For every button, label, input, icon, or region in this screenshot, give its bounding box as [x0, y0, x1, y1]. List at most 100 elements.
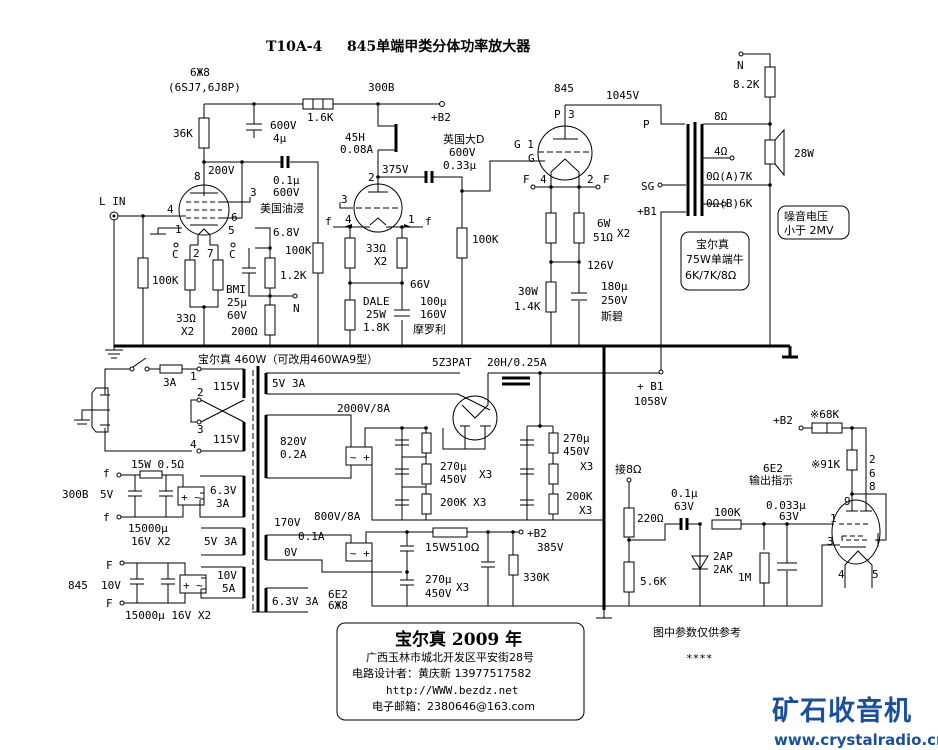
stars-note: ****: [686, 652, 713, 665]
pin-label: 3: [568, 108, 575, 121]
cap-label: 16V X2: [131, 535, 171, 548]
winding-label: 0.1A: [298, 530, 325, 543]
reference-note: 图中参数仅供参考: [653, 625, 741, 639]
speaker-icon: [764, 139, 776, 165]
r-cathode-label: 1.2K: [280, 269, 307, 282]
coupling-cap-label: 600V: [449, 146, 476, 159]
cap-label: X3: [580, 460, 593, 473]
cap-label: 450V: [563, 445, 590, 458]
cap-cathode-label: 250V: [601, 294, 628, 307]
pin-label: 2: [869, 453, 876, 466]
b1-label: + B1: [637, 380, 664, 393]
cap-label: 450V: [440, 473, 467, 486]
bridge-rectifier-845: [179, 574, 207, 594]
v-cathode-label: 6.8V: [273, 226, 300, 239]
res-label: 200K X3: [440, 496, 486, 509]
cap-label: 0.033μ: [766, 499, 806, 512]
winding-label: 5V 3A: [204, 535, 237, 548]
pin-label: G: [528, 152, 535, 165]
resistor-5.6k: [623, 561, 635, 593]
pin-label: F: [523, 173, 530, 186]
r-cathode-label: DALE: [363, 295, 390, 308]
bridge-symbol: ~ +: [350, 547, 370, 560]
heater-r-label: 51Ω: [593, 231, 613, 244]
cap-cathode-label: 100μ: [420, 295, 447, 308]
resistor-510: [432, 527, 468, 538]
pin-label: 2: [368, 171, 375, 184]
b2-voltage: 385V: [537, 541, 564, 554]
cap-label: 0.1μ: [671, 487, 698, 500]
box-text: 小于 2MV: [784, 224, 834, 237]
winding-label: 6.3V 3A: [272, 595, 319, 608]
resistor-1.2k: [264, 257, 276, 289]
cap-cathode-label: 180μ: [601, 280, 628, 293]
psu-title: 宝尔真 460W（可改用460WA9型）: [198, 352, 378, 366]
watermark: 矿石收音机 www.crystalradio.cn: [772, 695, 938, 749]
winding-tubes-label: 6Ж8: [328, 599, 348, 612]
r-grid-label: 100K: [152, 274, 179, 287]
bridge-label: 800V/8A: [314, 510, 361, 523]
tube-6e2-envelope: [831, 499, 881, 565]
transformer-spec-box: [680, 231, 750, 291]
v-plate-label: 375V: [382, 163, 409, 176]
resistor-36k: [198, 117, 210, 149]
pin-label: 2: [197, 386, 204, 399]
b2-label: +B2: [527, 527, 547, 540]
title-name: 845单端甲类分体功率放大器: [347, 38, 531, 55]
box-text: 6K/7K/8Ω: [685, 269, 736, 282]
heater-r-label: 33Ω: [176, 312, 196, 325]
rectifier-label: 5Z3PAT: [432, 356, 472, 369]
b2-label: +B2: [773, 414, 793, 427]
pin-label: 3: [250, 186, 257, 199]
winding-label: 0V: [284, 546, 298, 559]
winding-label: 3A: [216, 497, 230, 510]
tap-label: 接8Ω: [615, 463, 641, 476]
pin-label: G 1: [514, 138, 534, 151]
address: 广西玉林市城北开发区平安街28号: [366, 650, 534, 664]
choke-label: 45H: [345, 131, 365, 144]
pin-label: 4: [345, 213, 352, 226]
heater-r-label: X2: [617, 227, 630, 240]
resistor-8.2k: [764, 66, 776, 98]
tube-label: 300B: [368, 81, 395, 94]
pin-label: 2: [193, 247, 200, 260]
stage1-6j8: 6Ж8 (6SJ7,6J8P) 36K 600V 4μ 1.6K 200V 8 …: [99, 66, 445, 346]
coupling-cap-label: 英国大D: [443, 132, 484, 146]
tube-label: 输出指示: [749, 473, 793, 487]
primary-v-label: 115V: [213, 433, 240, 446]
diode-label: 2AP: [713, 550, 733, 563]
brand-year: 宝尔真 2009 年: [395, 629, 522, 650]
fil-f-label: F: [106, 559, 113, 572]
b1-voltage: 1058V: [634, 395, 667, 408]
coupling-cap-label: 美国油浸: [260, 201, 304, 215]
choke-label: 0.08A: [340, 143, 373, 156]
pin-label: 8: [869, 480, 876, 493]
pin-label: 4: [838, 568, 845, 581]
pin-label: P: [554, 108, 561, 121]
r-cathode-label: 1.4K: [514, 300, 541, 313]
resistor-330k: [508, 554, 519, 576]
tube-label: 6E2: [763, 462, 783, 475]
winding-label: 0.2A: [280, 448, 307, 461]
box-text: 宝尔真: [696, 237, 729, 251]
tap-label: 0Ω(B)6K: [706, 197, 753, 210]
sg-label: SG: [641, 180, 654, 193]
fil-v-label: 10V: [101, 579, 121, 592]
coupling-cap-label: 0.33μ: [443, 159, 476, 172]
bridge-rectifier-1: [345, 446, 373, 466]
rectifier-tube: [452, 395, 498, 441]
choke-label: 20H/0.25A: [487, 356, 547, 369]
cap-label: 15000μ 16V X2: [125, 609, 211, 622]
email: 电子邮箱：2380646@163.com: [372, 699, 535, 713]
box-text: 噪音电压: [784, 209, 828, 223]
diode-icon: [691, 555, 709, 570]
fuse-label: 3A: [163, 376, 177, 389]
power-supply: 宝尔真 460W（可改用460WA9型） 3A 1 2 3 4 115V 115…: [62, 346, 667, 622]
title-model: T10A-4: [266, 39, 323, 55]
website-link[interactable]: http://WWW.bezdz.net: [386, 684, 518, 697]
speaker-label: 28W: [794, 147, 814, 160]
p-label: P: [643, 118, 650, 131]
box-text: 75W单端牛: [686, 252, 744, 266]
resistor-220: [623, 507, 635, 538]
cap-cathode-label: 25μ: [227, 296, 247, 309]
